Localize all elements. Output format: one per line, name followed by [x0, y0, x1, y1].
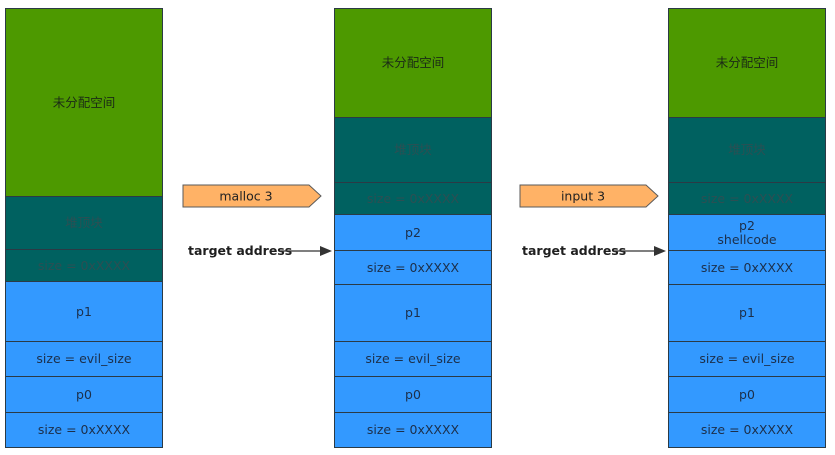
- block-label: p0: [739, 386, 755, 402]
- chunk-p1-block: p1: [5, 282, 163, 342]
- unallocated-space-block: 未分配空间: [5, 8, 163, 197]
- block-label: size = 0xXXXX: [700, 422, 794, 437]
- block-label: p1: [76, 303, 92, 319]
- block-label: p0: [76, 386, 92, 402]
- top-chunk-block: 堆顶块: [5, 197, 163, 250]
- block-sublabel: shellcode: [717, 231, 777, 247]
- block-label: size = evil_size: [365, 351, 461, 366]
- block-label: size = 0xXXXX: [700, 190, 794, 206]
- heap-column-3: 未分配空间 堆顶块 size = 0xXXXX p2 shellcode siz…: [668, 8, 826, 448]
- block-label: p1: [405, 305, 421, 320]
- block-label: p0: [405, 386, 421, 402]
- step-arrow-2: input 3: [519, 184, 659, 208]
- step-arrow-label: malloc 3: [219, 189, 272, 204]
- block-label: size = evil_size: [699, 351, 795, 366]
- block-label: size = 0xXXXX: [37, 257, 131, 273]
- block-label: 堆顶块: [65, 215, 103, 230]
- block-label: 未分配空间: [52, 94, 116, 110]
- chunk-p2-block: p2 shellcode: [668, 215, 826, 251]
- block-label: 堆顶块: [394, 142, 432, 157]
- chunk-p0-block: p0: [334, 377, 492, 413]
- chunk-p1-size-block: size = evil_size: [5, 342, 163, 377]
- pointer-arrow-2: [614, 246, 666, 256]
- heap-column-1: 未分配空间 堆顶块 size = 0xXXXX p1 size = evil_s…: [5, 8, 163, 448]
- block-label: p2: [739, 217, 755, 233]
- block-label: size = 0xXXXX: [366, 190, 460, 206]
- chunk-p2-size-block: size = 0xXXXX: [668, 251, 826, 285]
- block-label: size = 0xXXXX: [700, 259, 794, 275]
- block-label: size = evil_size: [36, 351, 132, 366]
- block-label: 未分配空间: [381, 55, 445, 70]
- chunk-p1-size-block: size = evil_size: [668, 342, 826, 377]
- pointer-arrowhead: [320, 246, 332, 256]
- step-arrow-shape: [182, 184, 322, 208]
- step-arrow-label: input 3: [561, 189, 605, 204]
- block-label: p2: [405, 224, 421, 240]
- unallocated-space-block: 未分配空间: [334, 8, 492, 118]
- heap-column-2: 未分配空间 堆顶块 size = 0xXXXX p2 size = 0xXXXX…: [334, 8, 492, 448]
- target-address-label: target address: [188, 243, 293, 258]
- chunk-p0-block: p0: [668, 377, 826, 413]
- pointer-arrowhead: [654, 246, 666, 256]
- top-chunk-block: 堆顶块: [668, 118, 826, 183]
- block-label: 堆顶块: [728, 142, 766, 157]
- target-address-label: target address: [522, 243, 627, 258]
- chunk-p2-size-block: size = 0xXXXX: [334, 251, 492, 285]
- pointer-arrow-1: [280, 246, 332, 256]
- chunk-p0-block: p0: [5, 377, 163, 413]
- step-arrow-shape: [519, 184, 659, 208]
- chunk-p1-block: p1: [334, 285, 492, 342]
- chunk-p2-block: p2: [334, 215, 492, 251]
- chunk-p0-size-block: size = 0xXXXX: [5, 413, 163, 448]
- block-label: 未分配空间: [715, 55, 779, 70]
- step-arrow-1: malloc 3: [182, 184, 322, 208]
- block-label: size = 0xXXXX: [366, 259, 460, 275]
- chunk-p0-size-block: size = 0xXXXX: [334, 413, 492, 448]
- block-label: size = 0xXXXX: [366, 422, 460, 437]
- chunk-p0-size-block: size = 0xXXXX: [668, 413, 826, 448]
- chunk-p1-size-block: size = evil_size: [334, 342, 492, 377]
- top-chunk-size-block: size = 0xXXXX: [334, 183, 492, 215]
- chunk-p1-block: p1: [668, 285, 826, 342]
- unallocated-space-block: 未分配空间: [668, 8, 826, 118]
- top-chunk-block: 堆顶块: [334, 118, 492, 183]
- top-chunk-size-block: size = 0xXXXX: [668, 183, 826, 215]
- top-chunk-size-block: size = 0xXXXX: [5, 250, 163, 282]
- block-label: p1: [739, 305, 755, 320]
- block-label: size = 0xXXXX: [37, 422, 131, 437]
